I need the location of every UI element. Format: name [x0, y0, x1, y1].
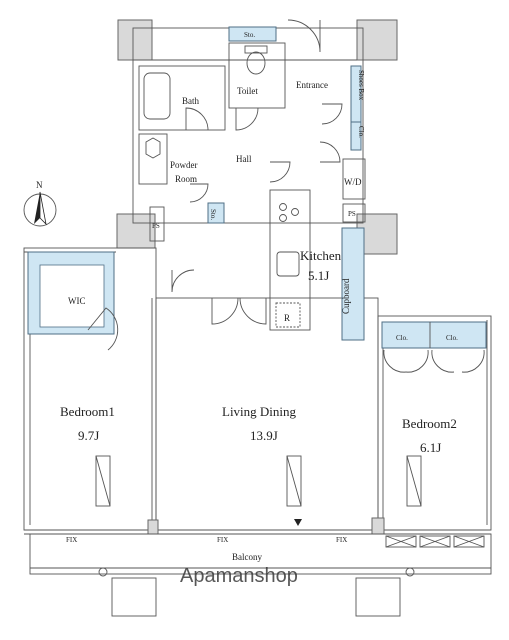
stove-burner-2	[291, 208, 299, 216]
ps-right-label: PS	[348, 210, 356, 218]
toilet-tank-icon	[244, 45, 268, 54]
bedroom1-label: Bedroom1	[60, 404, 115, 419]
ps-left-label: PS	[152, 222, 160, 230]
balcony-post-right	[355, 577, 401, 617]
vent-bedroom2	[406, 455, 422, 507]
bedroom2-label: Bedroom2	[402, 416, 457, 431]
door-clo-br2-1	[383, 349, 407, 373]
living-dining-area: 13.9J	[250, 428, 278, 443]
wd-machine-icon	[342, 158, 366, 200]
column-bottom-right	[371, 517, 385, 535]
wic-inner	[39, 264, 105, 328]
column-bottom-left	[147, 519, 159, 535]
clo-br2-label-b: Clo.	[446, 334, 458, 342]
bathtub-icon	[143, 72, 171, 120]
door-hall	[269, 161, 291, 183]
column-top-left	[117, 19, 153, 61]
vent-bedroom1	[95, 455, 111, 507]
cupboard-storage	[341, 227, 365, 341]
clo-br2-label-a: Clo.	[396, 334, 408, 342]
doors	[87, 19, 485, 373]
ps-right-shaft	[342, 203, 366, 223]
washbasin-icon	[145, 137, 161, 159]
north-arrow-icon	[34, 192, 40, 224]
powder-room-label-2: Room	[175, 174, 197, 184]
vent-living	[286, 455, 302, 507]
north-label: N	[36, 180, 43, 190]
clo-bedroom2-storage	[381, 321, 487, 349]
wic-label: WIC	[68, 296, 86, 306]
sto-powder-label: Sto.	[209, 209, 217, 220]
powder-room-label-1: Powder	[170, 160, 198, 170]
room-windows	[95, 455, 422, 526]
refrigerator-label: R	[284, 313, 290, 323]
door-living-1	[211, 297, 239, 325]
bedroom1-area: 9.7J	[78, 428, 99, 443]
wd-label: W/D	[344, 177, 362, 187]
door-bedroom1	[171, 269, 195, 293]
balcony-label: Balcony	[232, 552, 262, 562]
sto-powder-storage	[207, 202, 225, 224]
stove-burner-3	[279, 214, 287, 222]
bedroom2-area: 6.1J	[420, 440, 441, 455]
refrigerator-icon	[275, 302, 301, 328]
stove-burner-1	[279, 203, 287, 211]
powder-counter	[138, 133, 168, 185]
watermark-logo: Apamanshop	[180, 565, 298, 587]
column-top-right	[356, 19, 398, 61]
clo-entrance-storage	[350, 121, 362, 151]
bath-label: Bath	[182, 96, 199, 106]
door-powder	[189, 183, 209, 203]
kitchen-counter	[269, 189, 311, 331]
entry-marker	[294, 519, 302, 526]
kitchen-area: 5.1J	[308, 268, 329, 283]
fix-label-1: FIX	[66, 536, 77, 544]
entrance-label: Entrance	[296, 80, 328, 90]
door-clo-br2-2	[405, 349, 429, 373]
door-living-2	[239, 297, 267, 325]
living-dining-label: Living Dining	[222, 404, 297, 419]
ps-left-shaft	[149, 206, 165, 242]
door-kitchen	[319, 141, 341, 163]
balcony-outline	[29, 533, 492, 575]
fixtures	[138, 42, 366, 331]
fix-label-2: FIX	[217, 536, 228, 544]
door-shoes	[321, 103, 343, 125]
door-toilet	[235, 107, 259, 131]
balcony-drain-1	[98, 567, 108, 577]
labels: Bath Toilet Entrance Sto. Hall Powder Ro…	[60, 31, 458, 562]
shoes-box-label: Shoes Box	[357, 70, 365, 101]
clo-entrance-label: Clo.	[357, 126, 365, 138]
balcony-drain-2	[405, 567, 415, 577]
kitchen-label: Kitchen	[300, 248, 342, 263]
kitchen-sink-icon	[276, 251, 300, 277]
toilet-bowl-icon	[246, 51, 266, 75]
door-clo-br2-4	[461, 349, 485, 373]
hall-label: Hall	[236, 154, 252, 164]
cupboard-label: Cupboard	[341, 278, 351, 314]
storage-areas	[27, 26, 487, 349]
door-wic	[87, 307, 119, 351]
door-bath	[185, 107, 209, 131]
bath-room	[138, 65, 226, 131]
north-arrow: N	[23, 180, 57, 227]
sto-top-label: Sto.	[244, 31, 255, 39]
fix-label-3: FIX	[336, 536, 347, 544]
toilet-room	[228, 42, 286, 109]
door-entrance	[287, 19, 321, 53]
toilet-label: Toilet	[237, 86, 258, 96]
sto-top-storage	[228, 26, 277, 42]
balcony-post-left	[111, 577, 157, 617]
column-mid-left	[116, 213, 156, 249]
outdoor-units	[385, 535, 485, 548]
door-clo-br2-3	[431, 349, 455, 373]
